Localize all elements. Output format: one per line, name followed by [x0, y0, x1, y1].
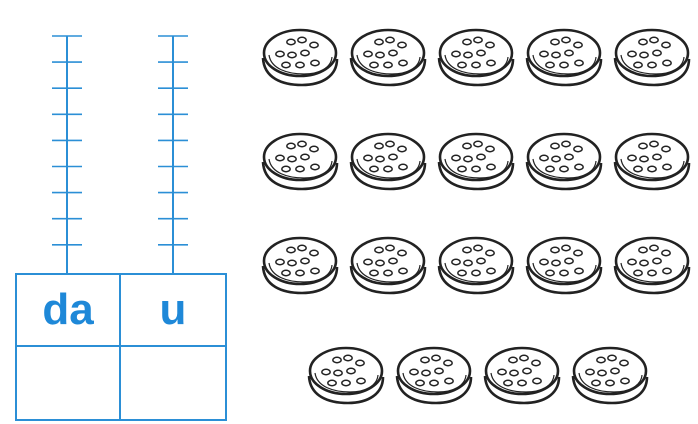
- cookie: [263, 30, 337, 85]
- cookie: [439, 134, 513, 189]
- cookie: [397, 348, 471, 403]
- cookie: [615, 238, 689, 293]
- cookie: [351, 238, 425, 293]
- cookie: [527, 30, 601, 85]
- cookie: [351, 134, 425, 189]
- cookie: [527, 238, 601, 293]
- cookie: [439, 238, 513, 293]
- cookie: [615, 30, 689, 85]
- cookie: [263, 238, 337, 293]
- cookie: [351, 30, 425, 85]
- cookie: [309, 348, 383, 403]
- cookie: [573, 348, 647, 403]
- cookie: [485, 348, 559, 403]
- cookie: [615, 134, 689, 189]
- cookie: [439, 30, 513, 85]
- cookie: [527, 134, 601, 189]
- cookie: [263, 134, 337, 189]
